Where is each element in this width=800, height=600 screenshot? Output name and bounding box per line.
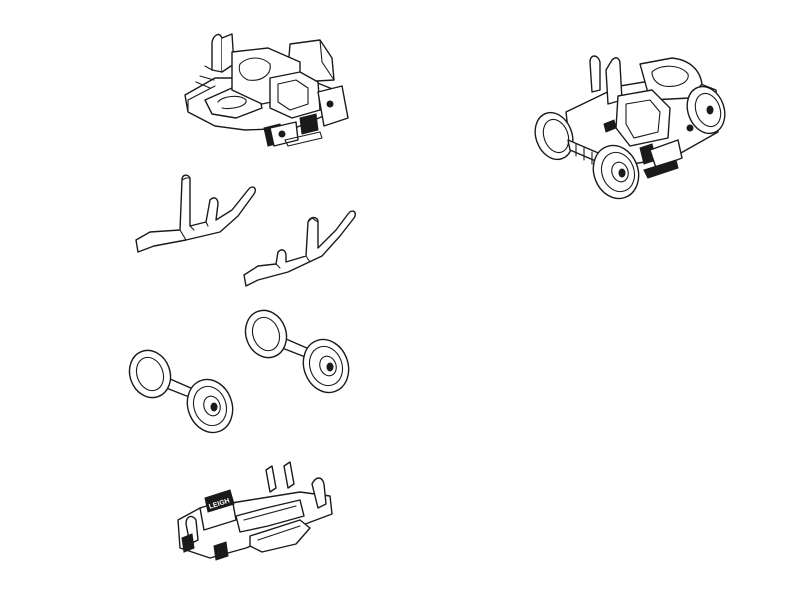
assembled-bogie — [534, 55, 726, 200]
wheelset-rear — [128, 349, 234, 434]
bogie-frame — [184, 33, 349, 147]
wheelset-front — [244, 309, 350, 394]
contact-spring-left — [135, 174, 257, 253]
bottom-cover: LEIGH — [177, 461, 333, 561]
contact-spring-right — [243, 210, 357, 287]
